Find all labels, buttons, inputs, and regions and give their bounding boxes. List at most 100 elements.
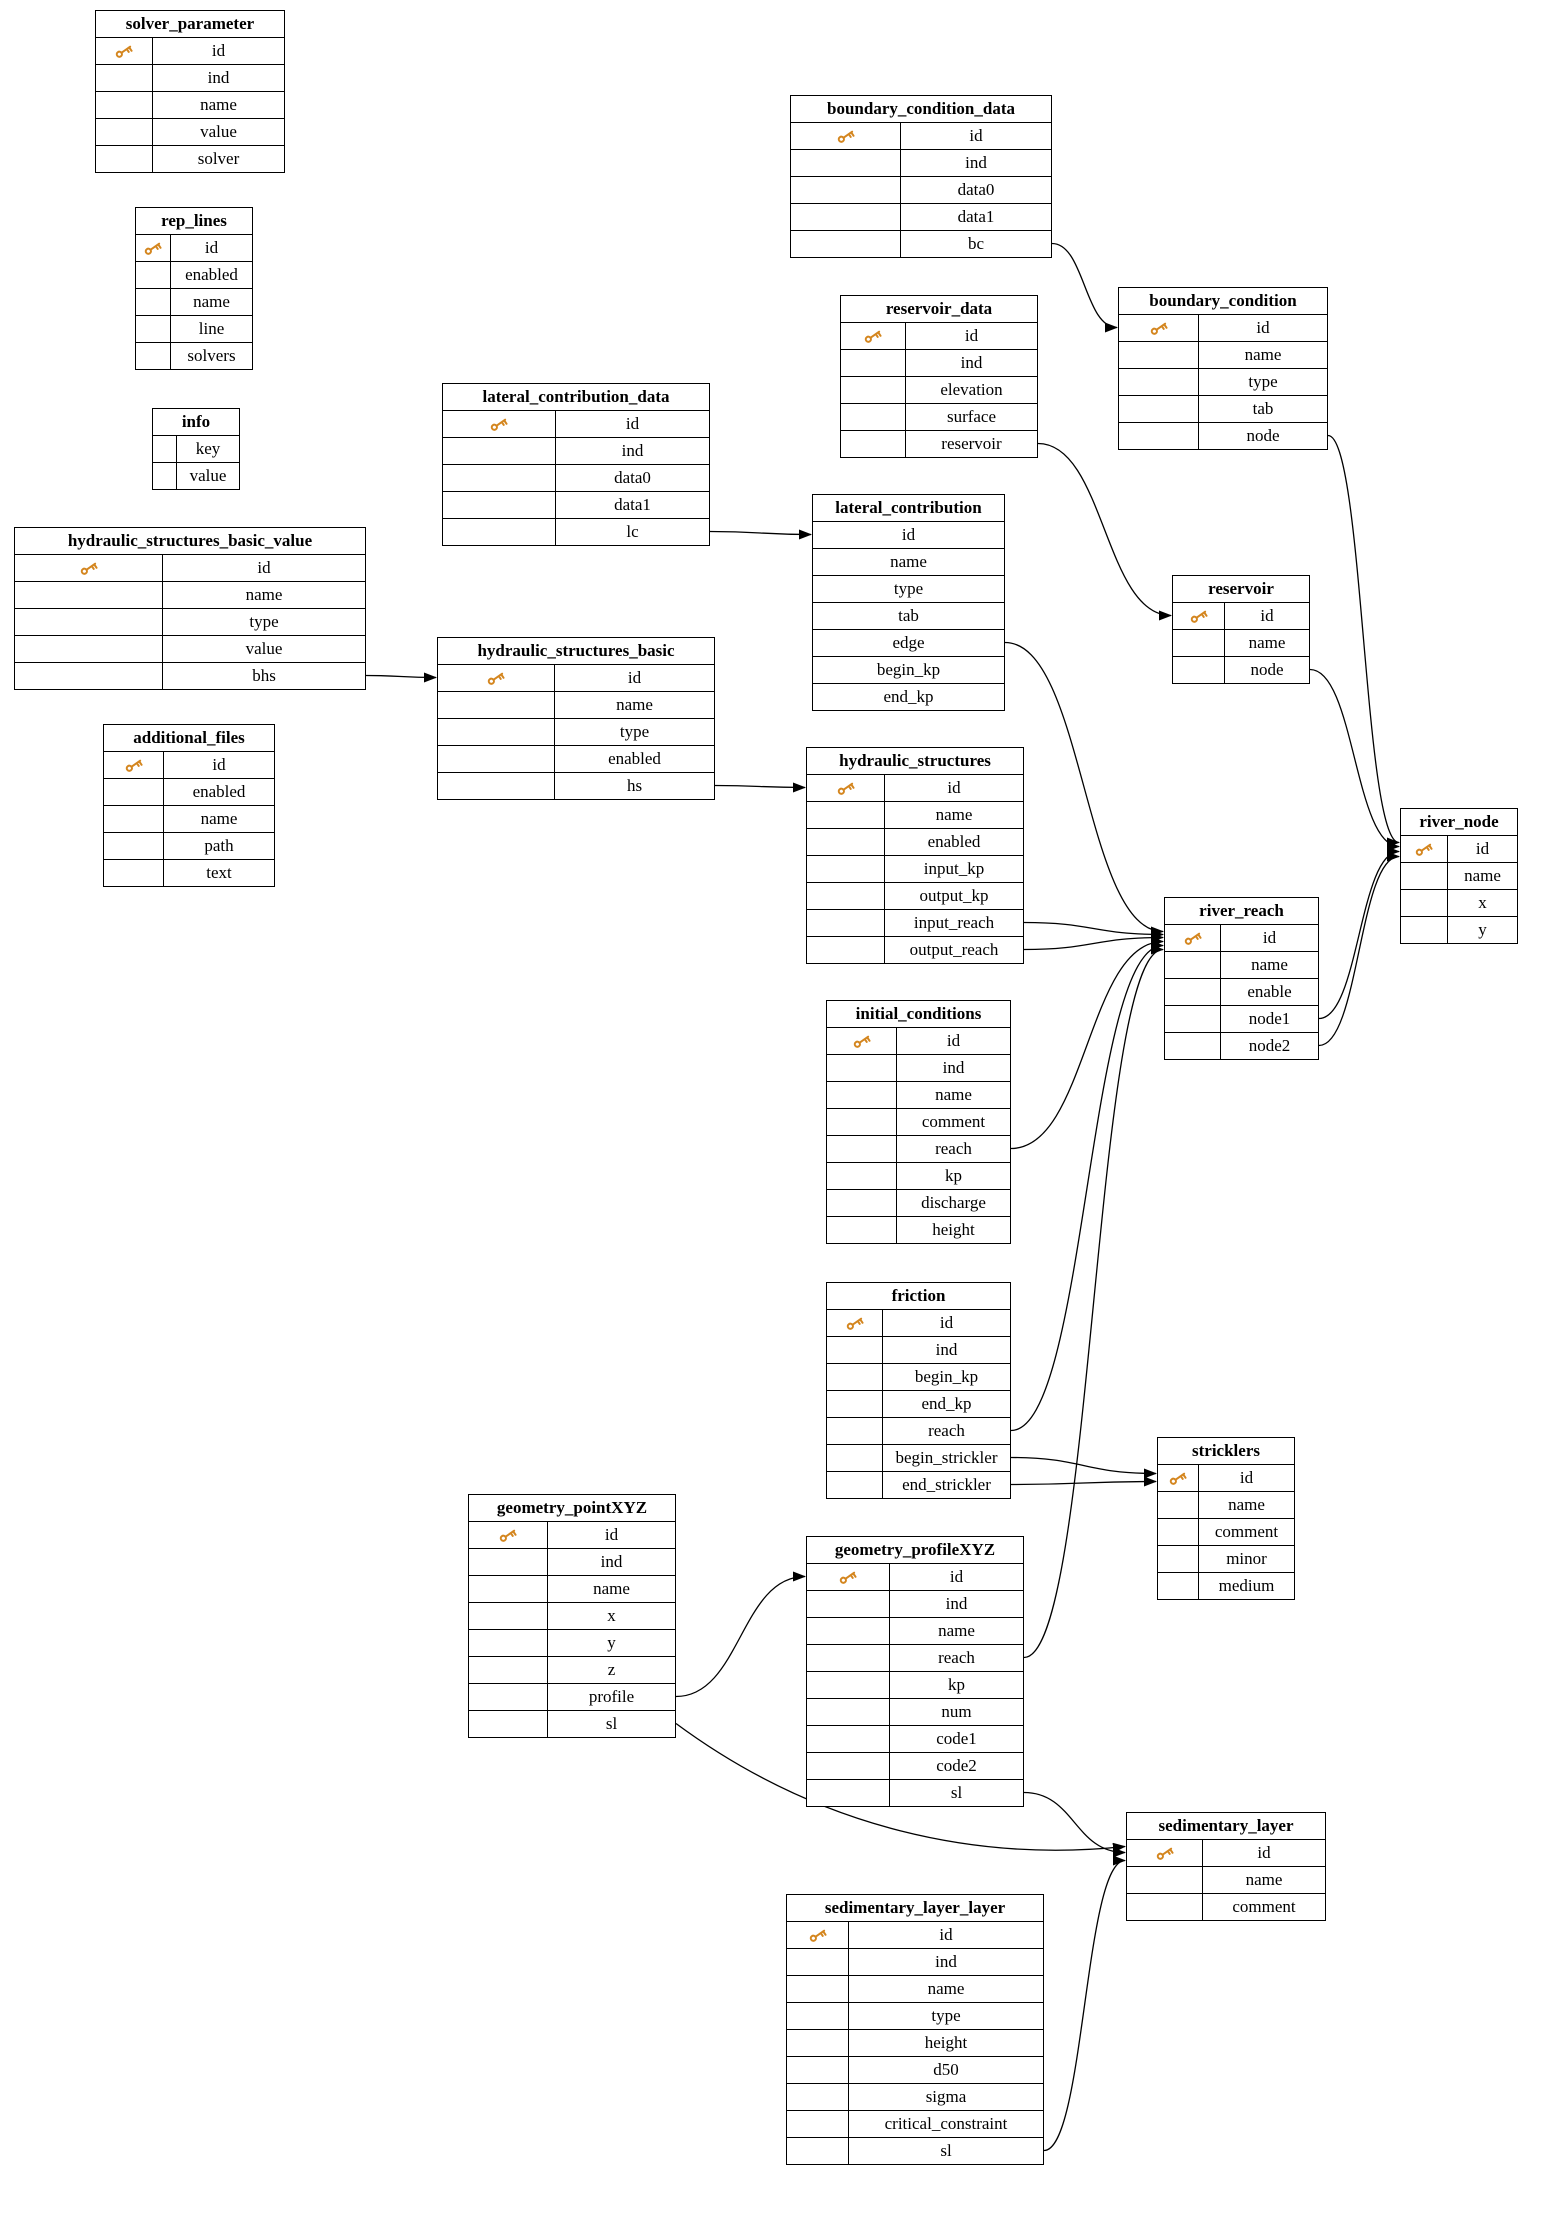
- key-cell-empty: [469, 1657, 548, 1683]
- field-label: value: [189, 466, 227, 485]
- field-row-id: id: [104, 751, 274, 778]
- field-label: name: [1248, 633, 1286, 652]
- table-title: boundary_condition: [1149, 291, 1297, 310]
- field-row-id: id: [787, 1921, 1043, 1948]
- field-label: hs: [626, 776, 643, 795]
- field-row-id: id: [1401, 835, 1517, 862]
- field-label: ind: [945, 1594, 968, 1613]
- field-label: name: [890, 552, 927, 571]
- field-row-kp: kp: [827, 1162, 1010, 1189]
- field-row-name: name: [1158, 1491, 1294, 1518]
- key-cell-empty: [807, 1726, 890, 1752]
- field-label: value: [200, 122, 237, 141]
- field-row-node: node: [1173, 656, 1309, 683]
- key-cell-empty: [469, 1684, 548, 1710]
- relation-hydraulic_structures_basic-hs-to-hydraulic_structures: [714, 782, 806, 793]
- key-cell-empty: [96, 146, 153, 172]
- key-cell-empty: [841, 377, 906, 403]
- key-cell-empty: [827, 1217, 897, 1243]
- key-cell-empty: [807, 802, 885, 828]
- relation-reservoir-node-to-river_node: [1309, 668, 1400, 852]
- field-label: id: [946, 1031, 961, 1050]
- key-cell-empty: [787, 2138, 849, 2164]
- relation-geometry_pointXYZ-profile-to-geometry_profileXYZ: [675, 1571, 806, 1698]
- field-label: input_kp: [923, 859, 985, 878]
- field-row-id: id: [813, 521, 1004, 548]
- field-label: enabled: [192, 782, 246, 801]
- key-cell-empty: [104, 779, 164, 805]
- field-label: ind: [600, 1552, 623, 1571]
- key-cell-empty: [1158, 1492, 1199, 1518]
- field-label: name: [1228, 1495, 1265, 1514]
- field-label: name: [935, 805, 973, 824]
- key-cell-empty: [807, 829, 885, 855]
- key-cell-empty: [15, 663, 163, 689]
- key-cell-empty: [15, 636, 163, 662]
- field-label: lc: [626, 522, 639, 541]
- table-title: boundary_condition_data: [827, 99, 1015, 118]
- field-row-name: name: [1401, 862, 1517, 889]
- field-row-id: id: [1127, 1839, 1325, 1866]
- field-label: comment: [921, 1112, 986, 1131]
- key-cell-empty: [791, 150, 901, 176]
- field-label: data1: [957, 207, 995, 226]
- key-cell-empty: [1165, 1006, 1221, 1032]
- field-label: enabled: [608, 749, 661, 768]
- key-cell-empty: [827, 1109, 897, 1135]
- key-cell-empty: [827, 1082, 897, 1108]
- field-row-type: type: [787, 2002, 1043, 2029]
- key-cell-empty: [807, 937, 885, 963]
- table-title: reservoir: [1208, 579, 1274, 598]
- field-row-medium: medium: [1158, 1572, 1294, 1599]
- field-label: type: [249, 612, 279, 631]
- field-label: node1: [1248, 1009, 1291, 1028]
- field-label: x: [607, 1606, 616, 1625]
- field-row-ind: ind: [807, 1590, 1023, 1617]
- key-cell-empty: [438, 746, 555, 772]
- field-label: reach: [935, 1139, 972, 1158]
- field-label: tab: [1252, 399, 1274, 418]
- field-label: ind: [935, 1340, 958, 1359]
- key-cell-empty: [438, 719, 555, 745]
- table-title: river_node: [1419, 812, 1499, 831]
- table-title: sedimentary_layer_layer: [824, 1898, 1006, 1917]
- field-label: type: [619, 722, 650, 741]
- field-label: data1: [614, 495, 651, 514]
- field-label: id: [1239, 1468, 1254, 1487]
- table-title: lateral_contribution_data: [482, 387, 670, 406]
- field-label: name: [200, 95, 237, 114]
- field-row-name: name: [827, 1081, 1010, 1108]
- table-title: additional_files: [133, 728, 245, 747]
- primary-key-icon: [438, 665, 555, 691]
- primary-key-icon: [791, 123, 901, 149]
- key-cell-empty: [1158, 1519, 1199, 1545]
- field-label: bhs: [252, 666, 276, 685]
- key-cell-empty: [469, 1630, 548, 1656]
- field-label: comment: [1232, 1897, 1296, 1916]
- primary-key-icon: [1127, 1840, 1203, 1866]
- field-label: name: [927, 1979, 965, 1998]
- field-row-type: type: [1119, 368, 1327, 395]
